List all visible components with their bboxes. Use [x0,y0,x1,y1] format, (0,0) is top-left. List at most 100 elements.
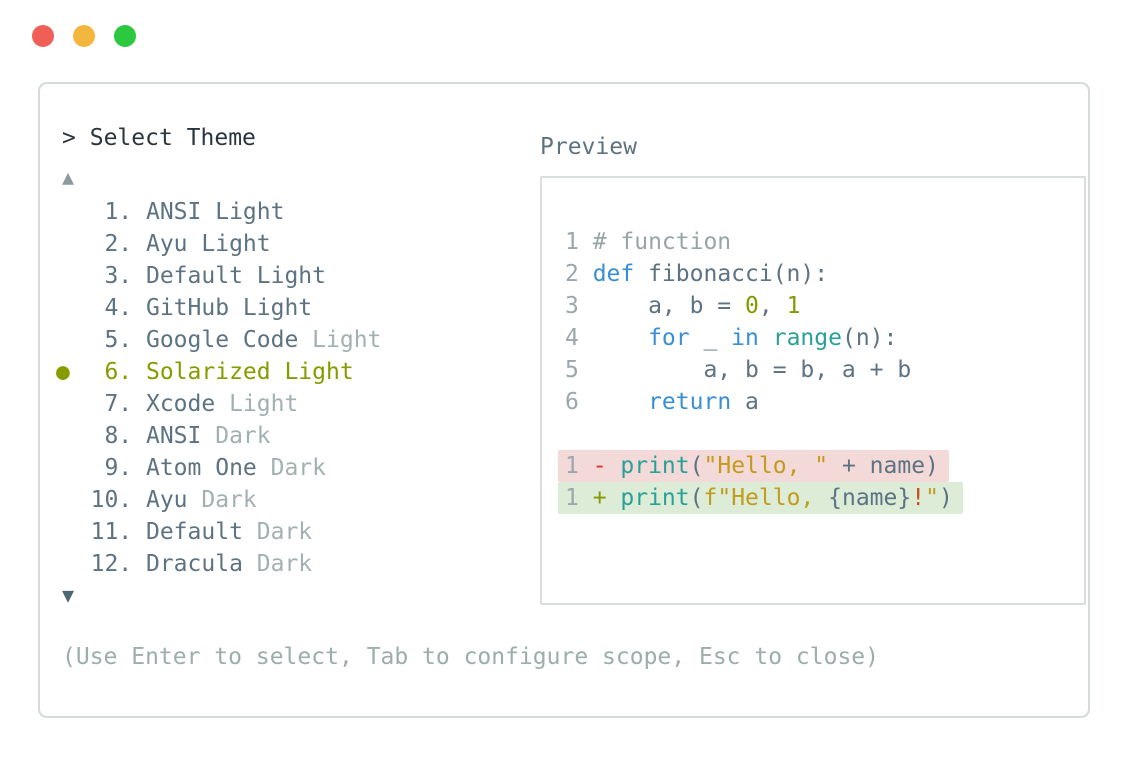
item-name: ANSI [145,199,202,225]
help-hint: (Use Enter to select, Tab to configure s… [62,644,879,670]
code-token: + name) [828,453,939,479]
theme-list-item[interactable]: 8. ANSI Dark [40,420,1088,452]
item-variant: Light [284,359,354,385]
diff-highlight: 1 + print(f"Hello, {name}!") [558,482,963,514]
item-variant: Light [256,263,327,289]
item-number: 5. [104,327,133,353]
item-variant: Light [215,199,285,225]
item-name: ANSI [145,423,202,449]
code-token: ) [938,485,953,511]
item-number: 12. [90,551,133,577]
theme-list-item[interactable]: 11. Default Dark [40,516,1088,548]
window-controls [32,25,136,47]
code-token: # function [592,229,732,255]
code-token: a, b = [592,293,746,319]
code-token: 1 [786,293,801,319]
item-number: 11. [90,519,133,545]
diff-line-added: 1 + print(f"Hello, {name}!") [558,482,1084,514]
code-token: ! [911,485,926,511]
code-token: print [620,453,690,479]
item-name: Dracula [145,551,243,577]
code-token: {name} [828,485,912,511]
prompt-caret: > [62,125,76,151]
code-token: print [620,485,690,511]
code-token: in [731,325,759,351]
theme-list-item[interactable]: 9. Atom One Dark [40,452,1088,484]
code-token: a, b = b, a + b [592,357,912,383]
item-variant: Light [201,231,271,257]
code-token [759,325,773,351]
code-token: , [758,293,787,319]
line-number: 1 [565,229,579,255]
item-name: Google Code [145,327,299,353]
line-number: 1 [565,485,579,511]
item-variant: Dark [256,519,313,545]
code-token: ( [689,453,704,479]
code-token [593,325,648,351]
item-number: 2. [104,231,133,257]
code-token: + [592,485,621,511]
theme-list-item[interactable]: 12. Dracula Dark [40,548,1088,580]
line-number: 5 [565,357,579,383]
scroll-down-icon[interactable]: ▼ [62,583,75,607]
item-number: 8. [104,423,133,449]
item-name: Solarized [145,359,271,385]
code-line: 6 return a [565,386,1084,418]
maximize-window-button[interactable] [114,25,136,47]
item-variant: Dark [256,551,313,577]
code-token: f"Hello, [703,485,829,511]
code-token: "Hello, " [703,453,829,479]
item-variant: Dark [215,423,271,449]
dialog-title: > Select Theme [40,122,1088,154]
code-line: 4 for _ in range(n): [565,322,1084,354]
line-number: 6 [565,389,579,415]
diff-highlight: 1- print("Hello, " + name) [558,450,949,482]
line-number: 3 [565,293,579,319]
scroll-up-icon[interactable]: ▲ [62,165,75,189]
item-name: Default [145,263,243,289]
code-token: " [925,485,939,511]
code-token: fibonacci(n): [634,261,829,287]
code-token [593,389,648,415]
item-variant: Light [242,295,313,321]
close-window-button[interactable] [32,25,54,47]
item-name: Xcode [145,391,216,417]
item-variant: Light [312,327,382,353]
preview-label: Preview [540,134,637,160]
code-token: - [592,453,621,479]
dialog-title-text: Select Theme [89,125,256,151]
item-variant: Light [229,391,299,417]
code-token: for [648,325,690,351]
blank-line [565,418,1084,450]
theme-list-item[interactable]: 1. ANSI Light [40,196,1088,228]
item-name: Atom One [145,455,257,481]
line-number: 4 [565,325,579,351]
item-name: Default [145,519,243,545]
minimize-window-button[interactable] [73,25,95,47]
code-token: range [772,325,842,351]
code-token: ( [689,485,704,511]
theme-list-item[interactable]: 5. Google Code Light [40,324,1088,356]
item-number: 9. [104,455,133,481]
diff-line-removed: 1- print("Hello, " + name) [558,450,1084,482]
item-number: 1. [104,199,133,225]
code-token: return [648,389,732,415]
item-variant: Dark [270,455,326,481]
code-token: _ [689,325,732,351]
selected-bullet-icon: ● [56,359,70,385]
code-line: 3 a, b = 0, 1 [565,290,1084,322]
code-token: (n): [841,325,898,351]
item-name: Ayu [145,487,188,513]
